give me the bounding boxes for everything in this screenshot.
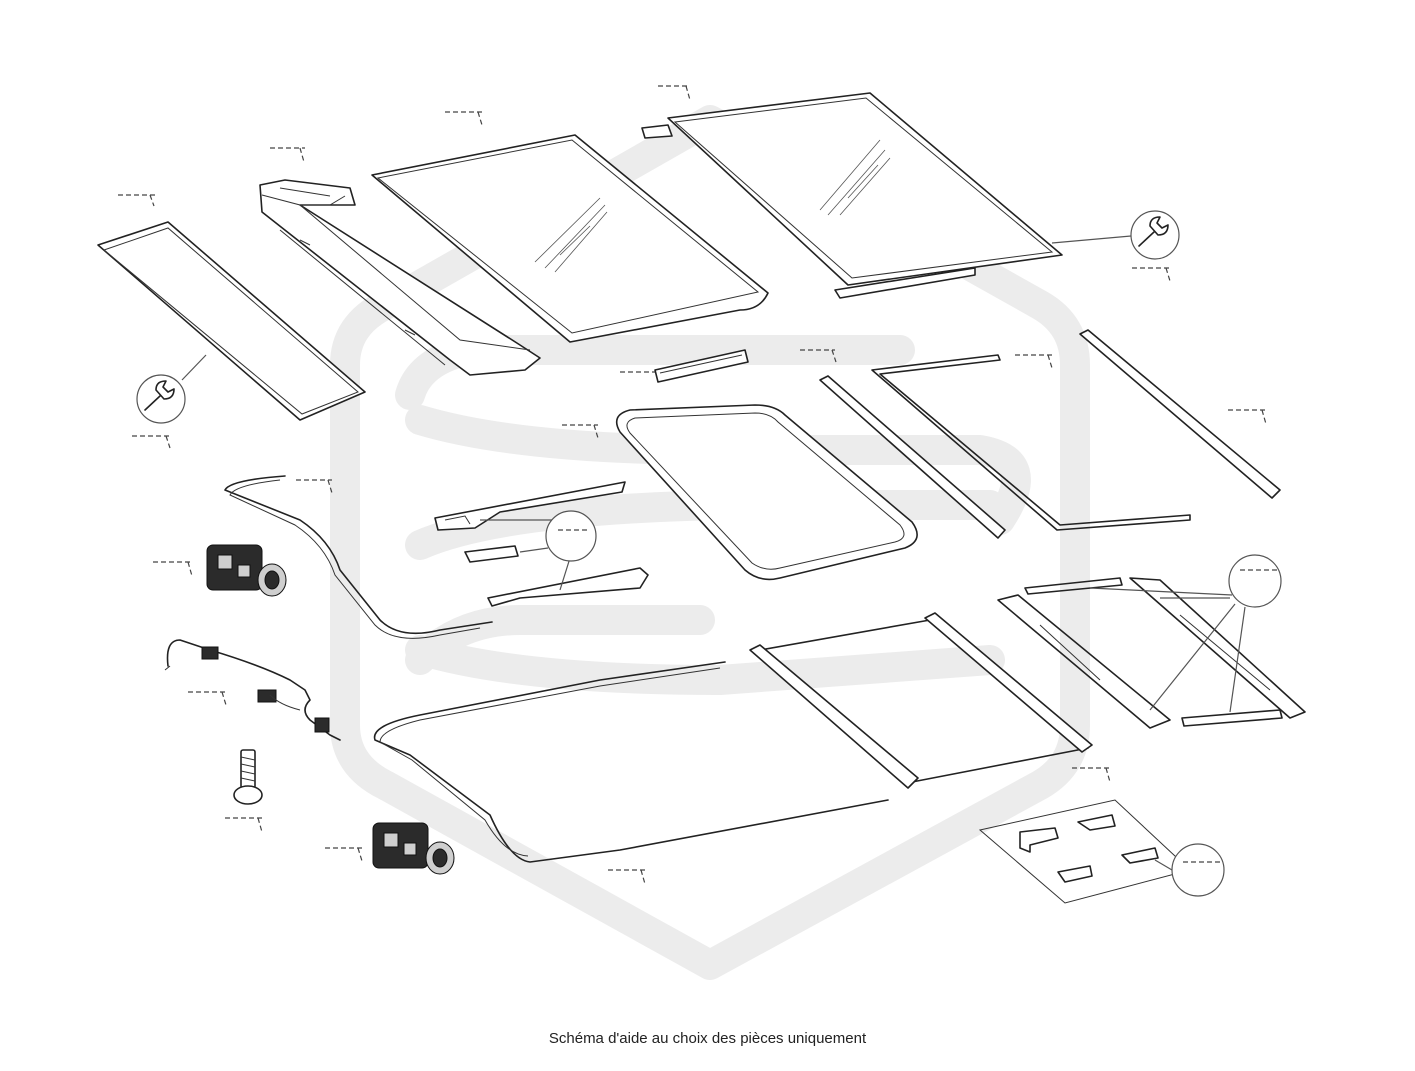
sunroof-frame-assembly — [997, 577, 1306, 729]
part-ref-8 — [800, 349, 837, 363]
sunshade-roller-blind — [749, 612, 1093, 789]
part-ref-10 — [1015, 354, 1053, 369]
guide-bracket — [654, 349, 749, 383]
part-ref-4 — [445, 111, 483, 126]
part-ref-1 — [118, 194, 155, 207]
part-ref-11 — [1228, 409, 1267, 425]
parts-callout-frame — [1228, 554, 1282, 608]
side-seal-rear — [871, 354, 1191, 531]
front-frame-deflector — [259, 179, 541, 376]
clips-kit — [978, 799, 1192, 904]
part-ref-15 — [188, 691, 227, 706]
drain-cable-front — [224, 475, 493, 639]
part-ref-17 — [608, 869, 646, 885]
wrench-icon — [136, 374, 186, 424]
part-ref-18 — [325, 847, 363, 862]
part-ref-5 — [658, 85, 691, 101]
part-ref-12 — [296, 479, 333, 494]
parts-callout-rails — [545, 510, 597, 562]
part-ref-9 — [562, 424, 599, 439]
fixed-glass-panel — [641, 92, 1063, 299]
part-ref-2 — [132, 435, 171, 449]
parts-callout-clips — [1171, 843, 1225, 897]
sunroof-motor-1 — [206, 544, 287, 597]
side-seal-right — [1079, 329, 1281, 499]
drain-cable-rear — [373, 661, 889, 863]
part-ref-3 — [270, 147, 305, 163]
part-ref-14 — [153, 561, 193, 577]
wiring-harness — [164, 639, 341, 741]
rear-glass-panel — [97, 221, 366, 421]
guide-rail-right — [487, 567, 649, 607]
part-ref-6 — [1132, 267, 1171, 282]
diagram-caption: Schéma d'aide au choix des pièces unique… — [548, 1030, 867, 1047]
bolt — [233, 749, 263, 805]
side-seal-left — [819, 375, 1006, 539]
roof-seal-frame — [615, 404, 918, 581]
part-ref-16 — [225, 817, 263, 833]
sunroof-motor-2 — [372, 822, 455, 875]
wrench-icon — [1130, 210, 1180, 260]
guide-slider — [464, 545, 519, 563]
part-ref-19 — [1072, 767, 1111, 783]
guide-rail-left — [434, 481, 626, 531]
front-glass-panel — [371, 134, 769, 343]
